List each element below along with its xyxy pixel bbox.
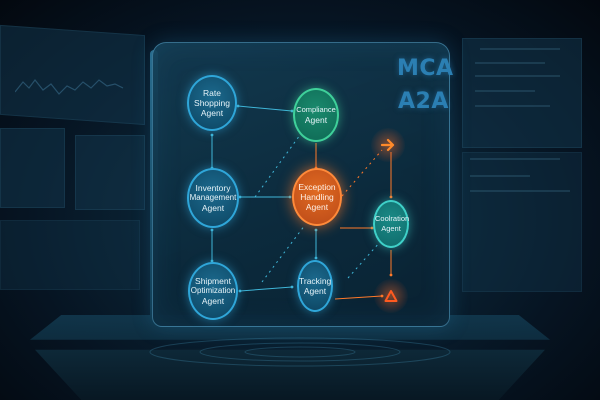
bg-dashboard-left-mid xyxy=(0,128,65,208)
bg-text-line xyxy=(475,62,545,64)
node-label: Agent xyxy=(304,115,328,125)
bg-text-line xyxy=(475,90,535,92)
bg-dashboard-right-bottom xyxy=(462,152,582,292)
node-label: Agent xyxy=(305,202,329,212)
bg-text-line xyxy=(475,105,550,107)
warning-triangle-icon xyxy=(374,279,408,313)
node-label: Shopping xyxy=(194,98,230,108)
bg-text-line xyxy=(470,175,530,177)
node-label: Handling xyxy=(300,192,334,202)
bg-dashboard-right-top xyxy=(462,38,582,148)
node-label: Agent xyxy=(201,203,225,213)
node-label: Shipment xyxy=(195,276,231,286)
node-label: Agent xyxy=(200,108,224,118)
bg-text-line xyxy=(470,158,560,160)
bg-dashboard-left-mid2 xyxy=(75,135,145,210)
node-label: Rate xyxy=(203,88,221,98)
bg-line-chart xyxy=(15,79,124,95)
node-label: Coolration xyxy=(375,214,410,223)
arrow-right-icon xyxy=(371,128,405,162)
node-label: Exception xyxy=(298,182,336,192)
bg-dashboard-left-bottom xyxy=(0,220,140,290)
bg-text-line xyxy=(475,75,560,77)
node-label: Compliance xyxy=(296,105,336,114)
title-mca: MCA xyxy=(397,56,454,81)
floor xyxy=(35,349,545,400)
node-label: Optimization xyxy=(190,286,236,295)
bg-text-line xyxy=(470,190,570,192)
node-label: Agent xyxy=(381,224,401,233)
node-label: Tracking xyxy=(299,276,332,286)
node-label: Inventory xyxy=(195,183,231,193)
node-label: Management xyxy=(189,193,237,202)
node-label: Agent xyxy=(303,286,327,296)
title-a2a: A2A xyxy=(398,89,449,114)
node-label: Agent xyxy=(201,296,225,306)
bg-text-line xyxy=(480,48,560,50)
